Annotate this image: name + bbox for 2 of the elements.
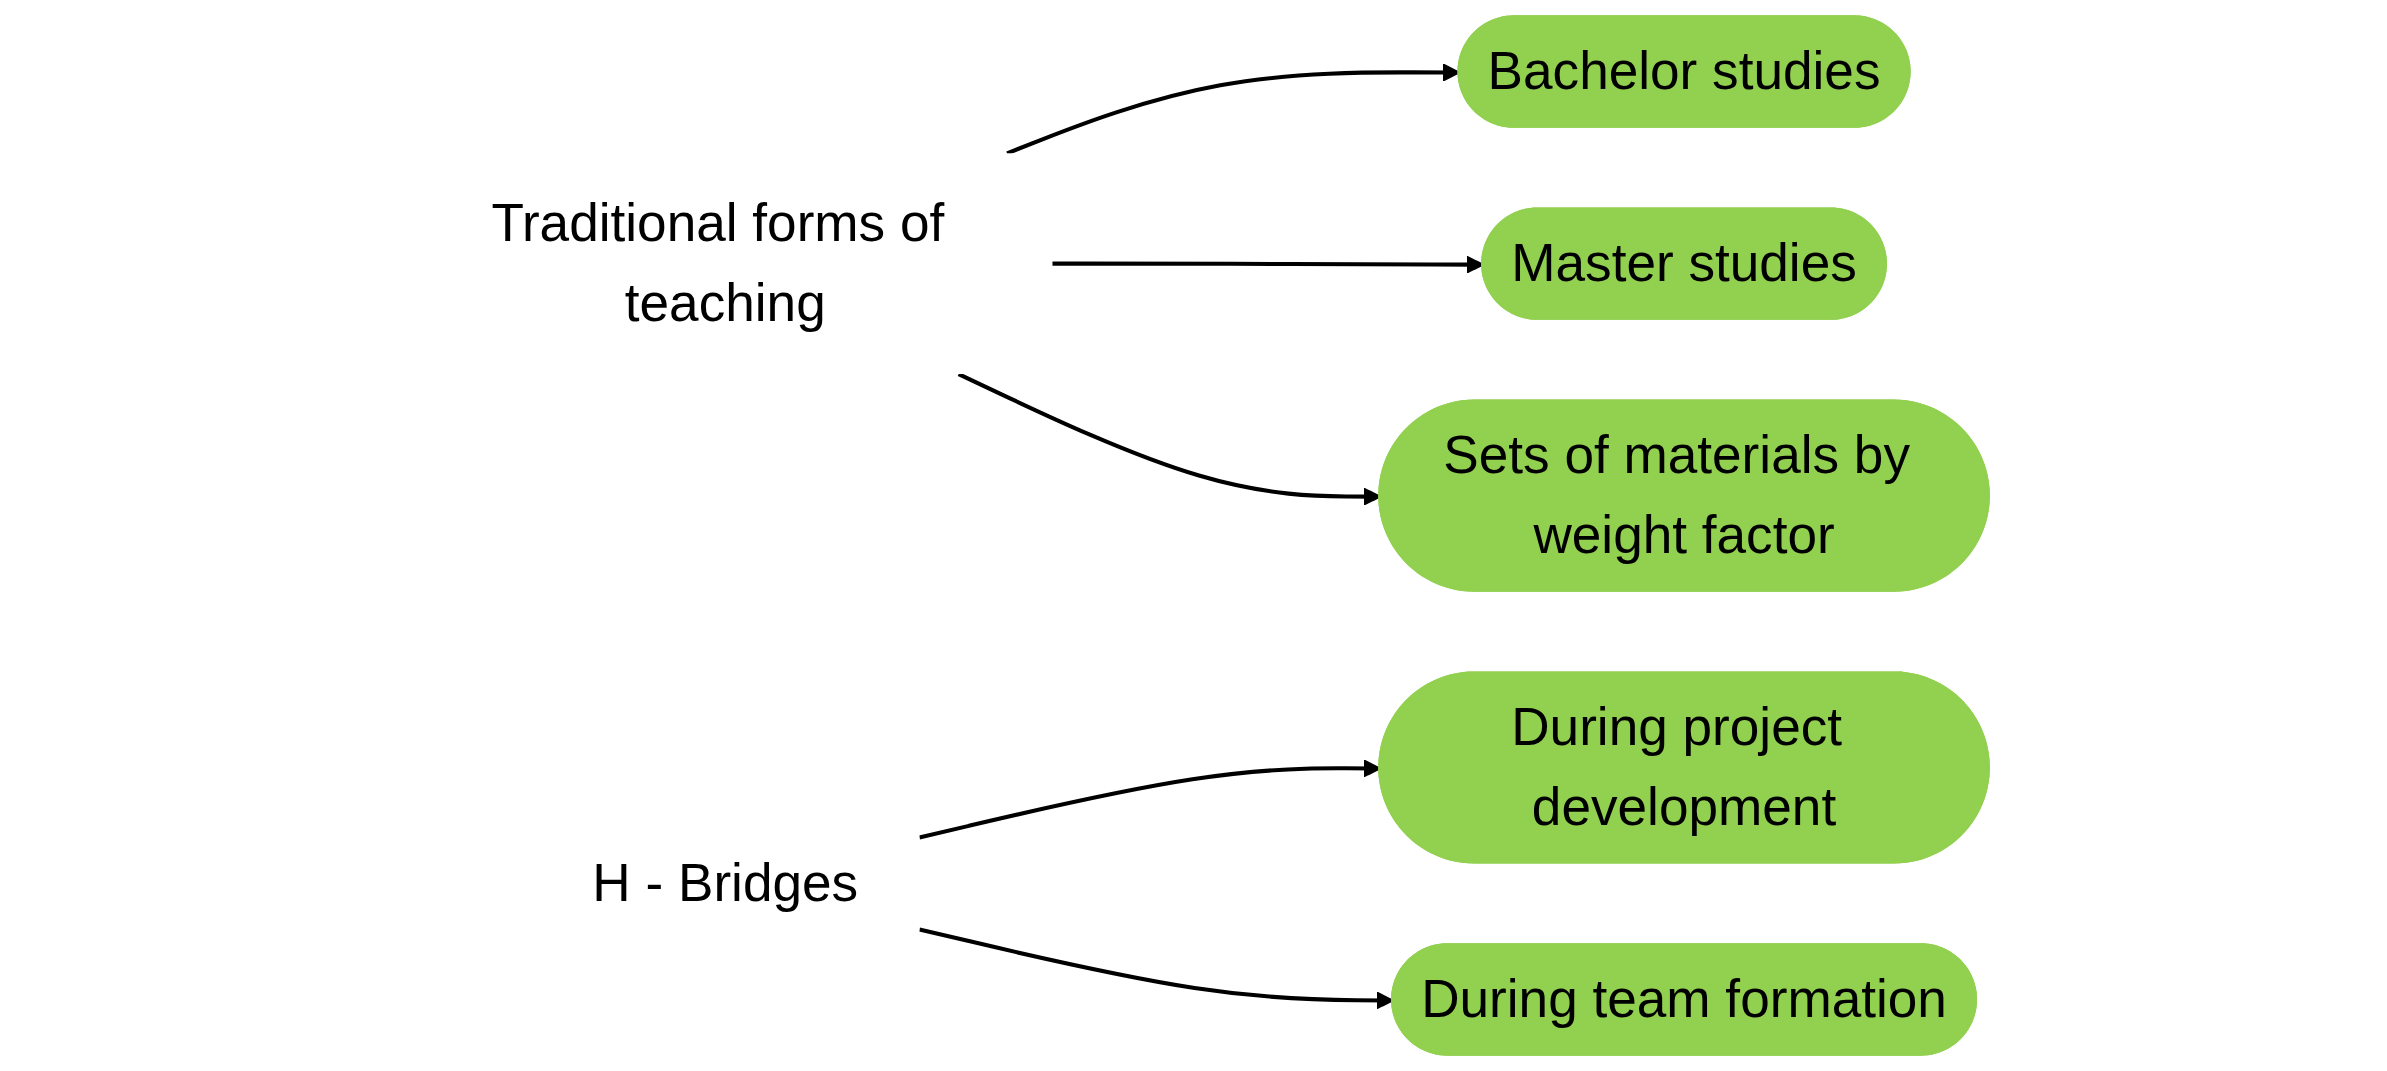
node-text: H - Bridges (592, 851, 859, 914)
node-text: Traditional forms of teaching (491, 192, 945, 334)
